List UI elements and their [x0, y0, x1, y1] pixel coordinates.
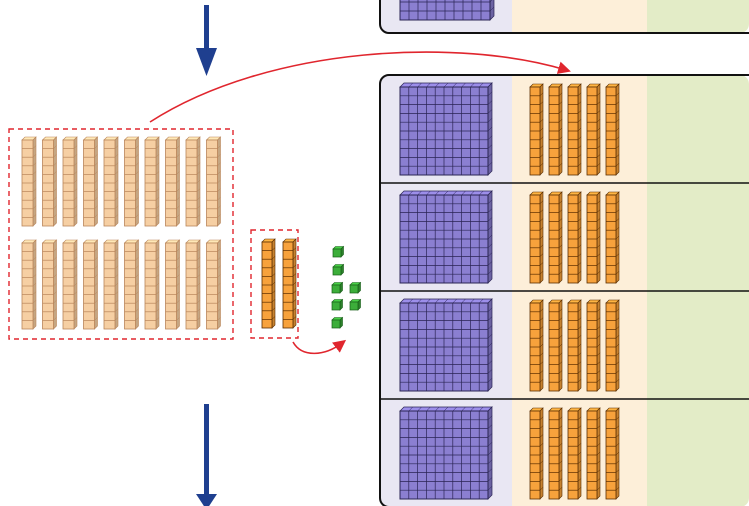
partial-hundreds-flat	[400, 0, 494, 20]
blue-arrow-shaft	[204, 404, 209, 496]
tens-rod	[587, 408, 600, 499]
faded-tens-rod	[43, 137, 57, 226]
cube-front-face	[350, 285, 358, 293]
faded-tens-rod	[84, 240, 98, 329]
faded-tens-rod	[186, 137, 200, 226]
tens-rod	[587, 300, 600, 391]
faded-tens-rod	[43, 240, 57, 329]
tens-rod	[606, 300, 619, 391]
cube-front-face	[350, 302, 358, 310]
faded-tens-rod	[125, 240, 139, 329]
faded-tens-rod	[63, 137, 77, 226]
flat-side-face	[490, 0, 494, 20]
faded-tens-rod	[145, 240, 159, 329]
curved-arrow-icon	[293, 342, 342, 353]
faded-tens-rod	[207, 240, 221, 329]
hundreds-flat	[400, 299, 492, 391]
unit-cube	[333, 247, 344, 258]
place-value-panel	[380, 75, 749, 506]
cube-front-face	[333, 267, 341, 275]
tens-rod	[549, 300, 562, 391]
unit-cube	[333, 265, 344, 276]
unit-cube	[350, 300, 361, 311]
ones-column	[647, 0, 749, 33]
faded-tens-rod	[166, 240, 180, 329]
down-arrow-icon	[196, 404, 217, 506]
blue-arrow-head	[196, 48, 217, 76]
tens-rod	[568, 408, 581, 499]
tens-rod	[549, 192, 562, 283]
hundreds-flat	[400, 83, 492, 175]
cube-front-face	[332, 285, 340, 293]
tens-rod	[530, 84, 543, 175]
blue-arrow-head	[196, 494, 217, 506]
unit-cube	[332, 300, 343, 311]
hundreds-flat	[400, 407, 492, 499]
faded-tens-rod	[186, 240, 200, 329]
loose-unit-cubes	[332, 247, 361, 329]
tens-rod	[587, 84, 600, 175]
leftover-tens-rod	[262, 239, 275, 328]
tens-rod	[549, 408, 562, 499]
unit-cube	[350, 283, 361, 294]
unit-cube	[332, 283, 343, 294]
faded-tens-rod	[166, 137, 180, 226]
faded-tens-rod	[63, 240, 77, 329]
tens-rod	[530, 408, 543, 499]
cube-front-face	[332, 302, 340, 310]
tens-rod	[530, 192, 543, 283]
place-value-panels	[380, 0, 749, 506]
tens-column	[512, 0, 647, 33]
faded-tens-rod	[84, 137, 98, 226]
tens-rod	[568, 84, 581, 175]
faded-tens-rod	[22, 137, 36, 226]
tens-rod	[549, 84, 562, 175]
tens-rod	[568, 192, 581, 283]
tens-rod	[530, 300, 543, 391]
tens-rod	[606, 408, 619, 499]
leftover-tens-rod	[283, 239, 296, 328]
faded-tens-rod	[125, 137, 139, 226]
tens-rod	[568, 300, 581, 391]
tens-rod	[606, 84, 619, 175]
blue-arrow-shaft	[204, 5, 209, 51]
faded-tens-rod	[22, 240, 36, 329]
place-value-panel	[380, 0, 749, 33]
cube-front-face	[333, 249, 341, 257]
regroup-source-area	[9, 129, 361, 339]
hundreds-flat	[400, 191, 492, 283]
unit-cube	[332, 318, 343, 329]
faded-tens-rod	[104, 240, 118, 329]
tens-rod	[606, 192, 619, 283]
faded-tens-rod	[207, 137, 221, 226]
down-arrow-icon	[196, 5, 217, 76]
faded-tens-rod	[104, 137, 118, 226]
faded-tens-rod	[145, 137, 159, 226]
tens-rod	[587, 192, 600, 283]
hundreds-flat	[400, 0, 494, 20]
cube-front-face	[332, 320, 340, 328]
